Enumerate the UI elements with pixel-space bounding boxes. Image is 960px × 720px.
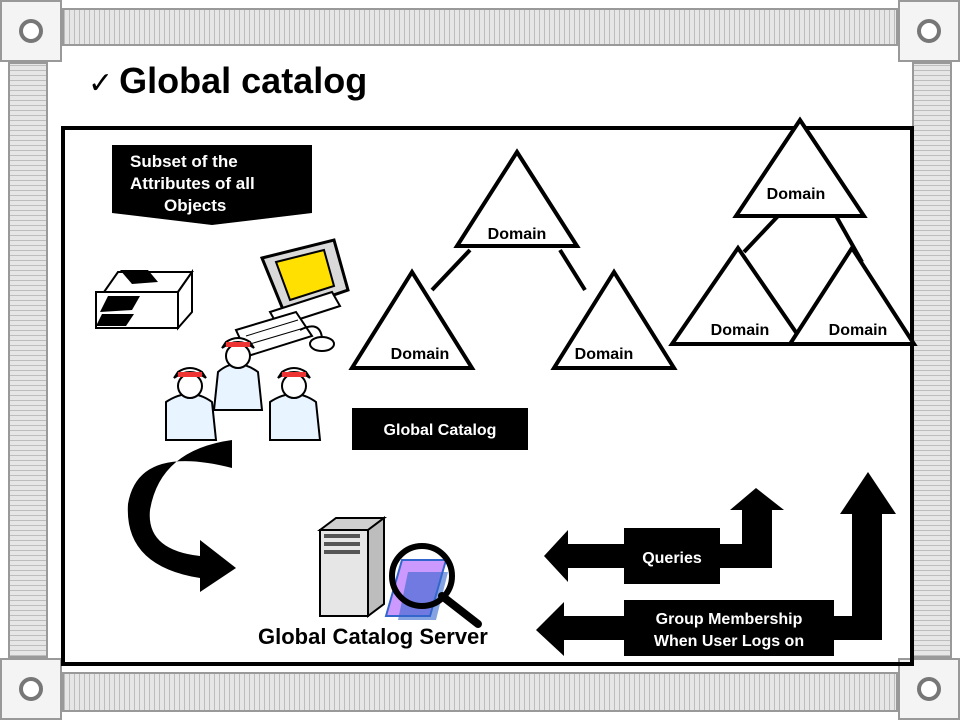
curved-arrow-icon	[127, 440, 236, 592]
user-figure	[165, 367, 218, 441]
frame-corner-top-left	[0, 0, 62, 62]
server-label: Global Catalog Server	[258, 624, 488, 649]
printer-icon	[95, 268, 194, 331]
attributes-callout: Subset of the Attributes of all Objects	[112, 145, 312, 225]
user-figure	[269, 367, 322, 441]
domain-triangle	[550, 268, 678, 370]
computer-icon	[234, 238, 350, 358]
checkmark-icon: ✓	[88, 67, 114, 100]
frame-corner-bottom-right	[898, 658, 960, 720]
slide-title: ✓Global catalog	[88, 60, 367, 102]
queries-arrow: Queries	[544, 488, 784, 584]
user-figure	[212, 337, 264, 411]
domain-triangle	[453, 148, 581, 248]
domain-label: Domain	[767, 186, 826, 203]
frame-right	[912, 62, 952, 658]
callout-line-3: Objects	[164, 196, 226, 215]
slide-title-text: Global catalog	[119, 60, 368, 101]
corner-knob-icon	[917, 677, 941, 701]
domain-triangle	[732, 116, 868, 218]
content-frame	[61, 126, 914, 666]
users-icon	[165, 337, 322, 441]
domain-label: Domain	[575, 346, 634, 363]
callout-line-1: Subset of the	[130, 152, 238, 171]
group-membership-arrow: Group Membership When User Logs on	[536, 472, 896, 656]
domain-triangle	[668, 244, 808, 346]
server-icon	[317, 516, 387, 618]
domain-tree-2: Domain Domain Domain	[668, 116, 918, 346]
group-membership-line-2: When User Logs on	[654, 633, 804, 650]
domain-label: Domain	[391, 346, 450, 363]
group-membership-line-1: Group Membership	[656, 611, 803, 628]
domain-label: Domain	[711, 322, 770, 339]
domain-label: Domain	[829, 322, 888, 339]
corner-knob-icon	[917, 19, 941, 43]
global-catalog-box: Global Catalog	[352, 408, 528, 450]
global-catalog-label: Global Catalog	[384, 422, 497, 439]
domain-triangle	[786, 244, 918, 346]
domain-label: Domain	[488, 226, 547, 243]
queries-label: Queries	[642, 550, 702, 567]
frame-corner-bottom-left	[0, 658, 62, 720]
frame-corner-top-right	[898, 0, 960, 62]
callout-line-2: Attributes of all	[130, 174, 255, 193]
frame-left	[8, 62, 48, 658]
domain-triangle	[348, 268, 476, 370]
corner-knob-icon	[19, 677, 43, 701]
domain-tree-1: Domain Domain Domain	[348, 148, 678, 370]
corner-knob-icon	[19, 19, 43, 43]
frame-top	[62, 8, 898, 46]
frame-bottom	[62, 672, 898, 712]
magnifier-icon	[384, 543, 482, 628]
